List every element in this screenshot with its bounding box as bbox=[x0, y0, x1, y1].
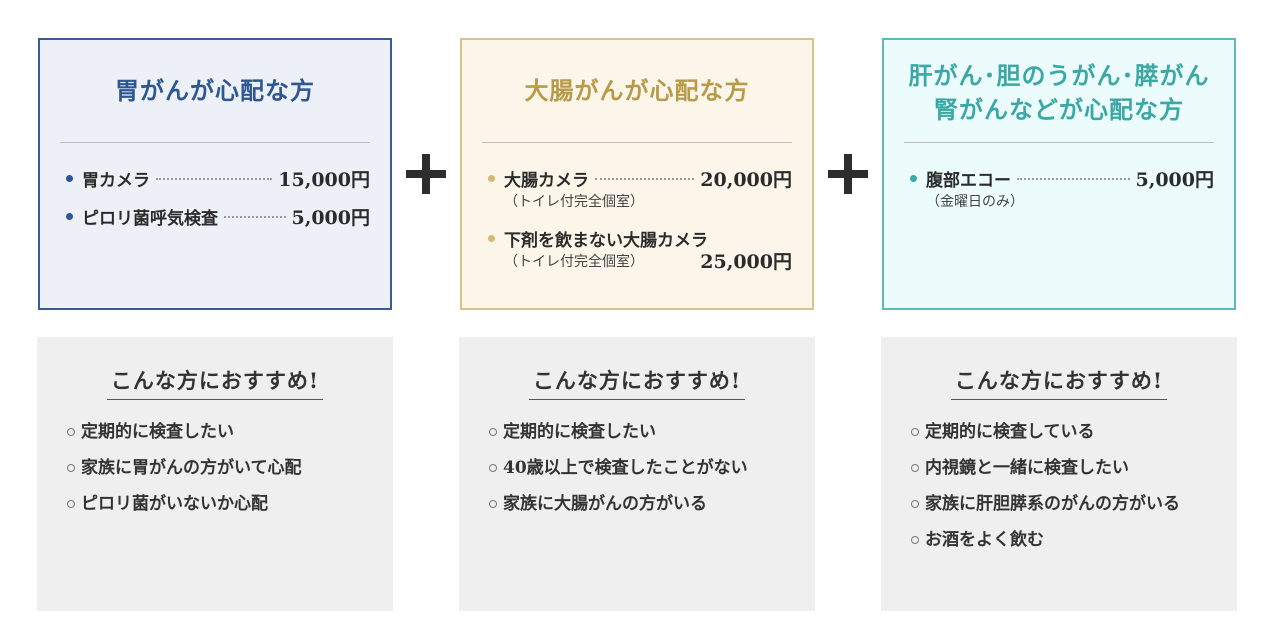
exam-price: 5,000円 bbox=[291, 206, 371, 229]
list-item: 40歳以上で検査したことがない bbox=[489, 456, 759, 480]
exam-name: 大腸カメラ bbox=[504, 170, 589, 191]
exam-item: 腹部エコー 5,000円 （金曜日のみ） bbox=[904, 165, 1214, 213]
recommend-list: 定期的に検査したい 40歳以上で検査したことがない 家族に大腸がんの方がいる bbox=[459, 420, 815, 516]
card-title: 胃がんが心配な方 bbox=[60, 40, 370, 143]
exam-item: 胃カメラ 15,000円 bbox=[60, 165, 370, 191]
exam-name: 腹部エコー bbox=[926, 170, 1011, 191]
exam-price: 15,000円 bbox=[278, 168, 370, 191]
dotted-leader bbox=[595, 178, 695, 180]
card-title: 大腸がんが心配な方 bbox=[482, 40, 792, 143]
list-item: お酒をよく飲む bbox=[911, 528, 1181, 552]
plus-icon bbox=[406, 154, 446, 194]
exam-note: （トイレ付完全個室） bbox=[504, 194, 644, 210]
list-item: 定期的に検査したい bbox=[67, 420, 337, 444]
recommend-box: こんな方におすすめ! 定期的に検査している 内視鏡と一緒に検査したい 家族に肝胆… bbox=[881, 337, 1237, 611]
exam-note: （トイレ付完全個室） bbox=[504, 254, 644, 270]
list-item: 定期的に検査している bbox=[911, 420, 1181, 444]
recommend-box: こんな方におすすめ! 定期的に検査したい 家族に胃がんの方がいて心配 ピロリ菌が… bbox=[37, 337, 393, 611]
exam-name: 胃カメラ bbox=[82, 170, 150, 191]
plus-icon bbox=[828, 154, 868, 194]
bullet-dot-icon bbox=[66, 175, 73, 182]
exam-price: 20,000円 bbox=[700, 168, 792, 191]
dotted-leader bbox=[156, 178, 273, 180]
exam-price: 25,000円 bbox=[700, 251, 792, 273]
list-item: 家族に大腸がんの方がいる bbox=[489, 492, 759, 516]
card-title: 肝がん･胆のうがん･膵がん 腎がんなどが心配な方 bbox=[904, 40, 1214, 143]
list-item: 家族に肝胆膵系のがんの方がいる bbox=[911, 492, 1181, 516]
exam-price: 5,000円 bbox=[1135, 168, 1215, 191]
list-item: 内視鏡と一緒に検査したい bbox=[911, 456, 1181, 480]
recommend-title: こんな方におすすめ! bbox=[106, 365, 324, 400]
colon-cancer-card: 大腸がんが心配な方 大腸カメラ 20,000円 （トイレ付完全個室） 下剤を飲ま… bbox=[460, 38, 814, 310]
bullet-dot-icon bbox=[488, 175, 495, 182]
bullet-dot-icon bbox=[488, 235, 495, 242]
exam-note-row: （トイレ付完全個室） 25,000円 bbox=[504, 251, 792, 273]
list-item: ピロリ菌がいないか心配 bbox=[67, 492, 337, 516]
exam-item: 下剤を飲まない大腸カメラ （トイレ付完全個室） 25,000円 bbox=[482, 225, 792, 273]
exam-name: ピロリ菌呼気検査 bbox=[82, 208, 218, 229]
list-item: 定期的に検査したい bbox=[489, 420, 759, 444]
recommend-title: こんな方におすすめ! bbox=[528, 365, 746, 400]
exam-name: 下剤を飲まない大腸カメラ bbox=[504, 230, 708, 251]
list-item: 家族に胃がんの方がいて心配 bbox=[67, 456, 337, 480]
dotted-leader bbox=[224, 216, 286, 218]
recommend-title: こんな方におすすめ! bbox=[950, 365, 1168, 400]
bullet-dot-icon bbox=[910, 175, 917, 182]
bullet-dot-icon bbox=[66, 213, 73, 220]
dotted-leader bbox=[1017, 178, 1130, 180]
recommend-box: こんな方におすすめ! 定期的に検査したい 40歳以上で検査したことがない 家族に… bbox=[459, 337, 815, 611]
liver-pancreas-cancer-card: 肝がん･胆のうがん･膵がん 腎がんなどが心配な方 腹部エコー 5,000円 （金… bbox=[882, 38, 1236, 310]
recommend-list: 定期的に検査している 内視鏡と一緒に検査したい 家族に肝胆膵系のがんの方がいる … bbox=[881, 420, 1237, 552]
recommend-list: 定期的に検査したい 家族に胃がんの方がいて心配 ピロリ菌がいないか心配 bbox=[37, 420, 393, 516]
exam-item: ピロリ菌呼気検査 5,000円 bbox=[60, 203, 370, 229]
exam-item: 大腸カメラ 20,000円 （トイレ付完全個室） bbox=[482, 165, 792, 213]
stomach-cancer-card: 胃がんが心配な方 胃カメラ 15,000円 ピロリ菌呼気検査 5,000円 bbox=[38, 38, 392, 310]
exam-note: （金曜日のみ） bbox=[926, 194, 1024, 210]
